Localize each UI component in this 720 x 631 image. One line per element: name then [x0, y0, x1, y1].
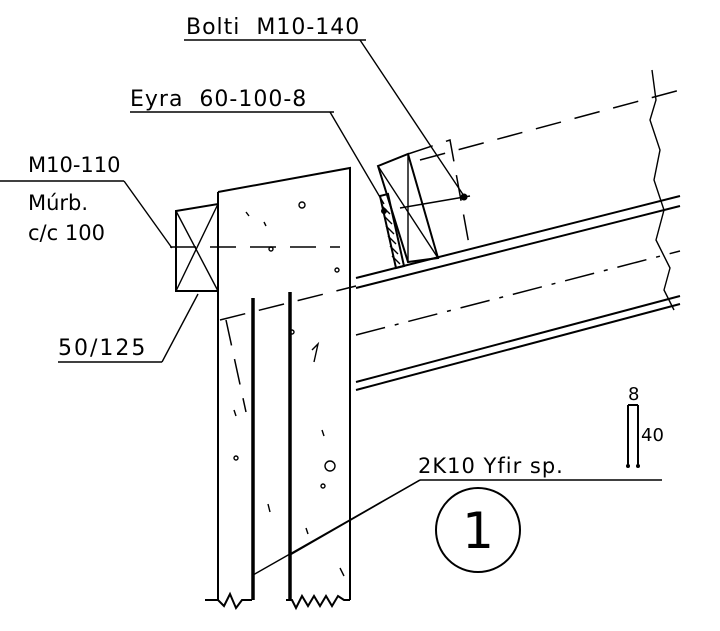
break-edge — [649, 69, 675, 311]
label-washer: Eyra 60-100-8 — [130, 87, 307, 112]
label-bolt: Bolti M10-140 — [186, 15, 360, 40]
label-dim-top: 8 — [628, 384, 639, 405]
label-anchor-spacing: c/c 100 — [28, 221, 105, 245]
label-rebar: 2K10 Yfir sp. — [418, 454, 564, 478]
detail-marker — [435, 487, 521, 573]
label-timber-size: 50/125 — [58, 336, 147, 361]
concrete-wall — [205, 166, 351, 611]
washer-plate — [378, 192, 406, 270]
wall-plate-timber — [175, 202, 219, 292]
concrete-aggregate — [233, 201, 345, 577]
bolt-block — [376, 139, 471, 264]
label-anchor-bolt: M10-110 — [28, 153, 121, 177]
detail-number: 1 — [462, 502, 494, 560]
rebar — [251, 292, 292, 600]
rafter-beam — [219, 89, 681, 413]
bar-bend-sketch — [626, 404, 640, 468]
label-anchor-type: Múrb. — [28, 191, 88, 215]
label-dim-side: 40 — [641, 425, 664, 446]
leader-lines — [0, 39, 662, 576]
